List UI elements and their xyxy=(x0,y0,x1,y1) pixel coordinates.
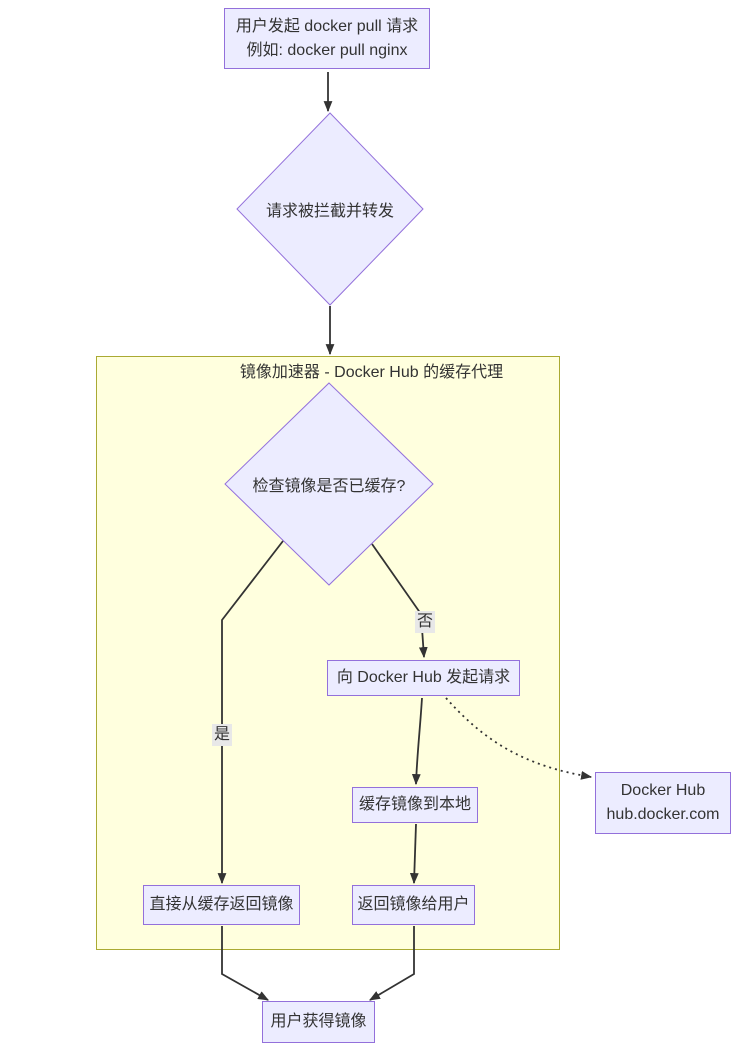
node-request-hub-label: 向 Docker Hub 发起请求 xyxy=(336,669,511,686)
node-user-gets-image-label: 用户获得镜像 xyxy=(270,1013,367,1030)
node-docker-hub-line2: hub.docker.com xyxy=(606,806,720,823)
edge-request-hub-to-cache-local xyxy=(411,697,423,786)
cluster-title: 镜像加速器 - Docker Hub 的缓存代理 xyxy=(239,364,504,381)
edge-return-cache-to-user-gets xyxy=(221,926,269,1001)
intercept-diamond-label: 请求被拦截并转发 xyxy=(265,203,395,220)
node-return-from-cache: 直接从缓存返回镜像 xyxy=(143,885,300,925)
node-return-from-cache-label: 直接从缓存返回镜像 xyxy=(149,896,294,913)
node-request-hub: 向 Docker Hub 发起请求 xyxy=(327,660,520,696)
node-return-to-user-label: 返回镜像给用户 xyxy=(357,896,470,913)
edge-check-yes-to-return-cache xyxy=(217,540,284,885)
intercept-diamond xyxy=(236,112,424,306)
node-docker-hub: Docker Hub hub.docker.com xyxy=(595,772,731,834)
node-user-gets-image: 用户获得镜像 xyxy=(262,1001,375,1043)
edge-request-hub-to-docker-hub-dotted xyxy=(445,697,593,780)
node-cache-local: 缓存镜像到本地 xyxy=(352,787,478,823)
edge-cache-local-to-return-user xyxy=(409,823,419,885)
check-cache-diamond xyxy=(224,382,434,586)
node-docker-hub-line1: Docker Hub xyxy=(620,782,706,799)
edge-label-no: 否 xyxy=(414,611,436,633)
edge-check-no-to-request-hub xyxy=(371,543,428,659)
node-start: 用户发起 docker pull 请求 例如: docker pull ngin… xyxy=(224,8,430,69)
node-start-line2: 例如: docker pull nginx xyxy=(246,41,408,59)
check-cache-diamond-label: 检查镜像是否已缓存? xyxy=(252,478,406,495)
edge-label-yes: 是 xyxy=(211,724,233,746)
node-return-to-user: 返回镜像给用户 xyxy=(352,885,475,925)
node-start-line1: 用户发起 docker pull 请求 xyxy=(235,17,419,35)
node-cache-local-label: 缓存镜像到本地 xyxy=(358,796,471,813)
edge-return-user-to-user-gets xyxy=(369,926,415,1001)
